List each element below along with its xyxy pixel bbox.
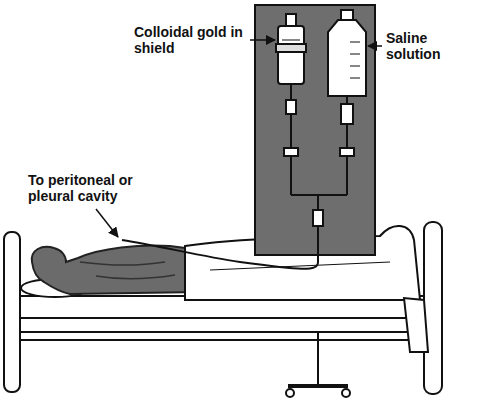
saline-bottle <box>328 10 366 195</box>
callout-label: To peritoneal or pleural cavity <box>28 172 156 204</box>
patient-figure <box>32 246 200 295</box>
shield-panel <box>255 5 375 255</box>
syringe-shield <box>276 14 306 195</box>
iv-tubing <box>122 195 347 269</box>
callout-label: Colloidal gold in shield <box>134 24 244 56</box>
leader-lines <box>96 40 382 237</box>
bed-frame <box>4 222 442 394</box>
callout-label: Saline solution <box>386 30 478 62</box>
